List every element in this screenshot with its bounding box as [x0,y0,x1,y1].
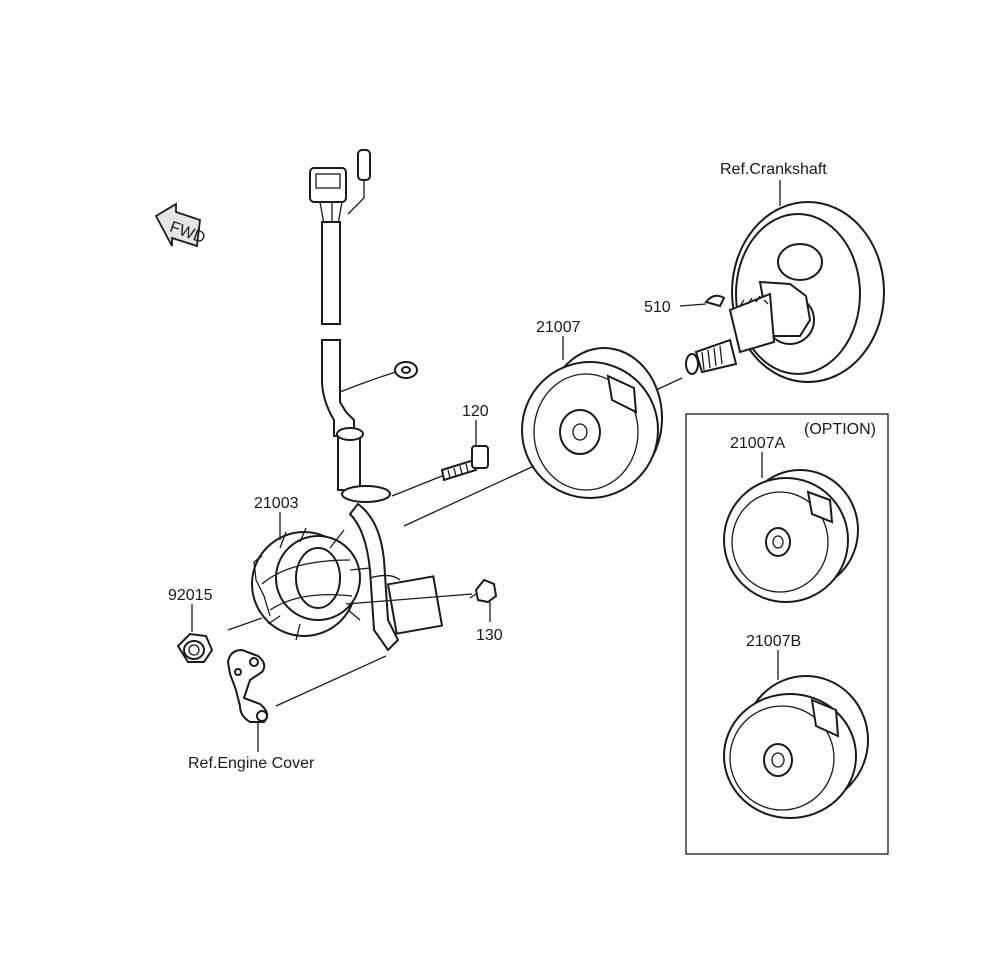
engine-cover-bracket [226,648,269,723]
flywheel-21007 [521,347,663,499]
wiring-harness [309,149,418,652]
assembly-lines [227,377,683,707]
label-ref-crankshaft: Ref.Crankshaft [720,161,827,178]
option-title: (OPTION) [804,421,876,438]
label-21007: 21007 [536,319,581,336]
label-leaders [191,180,781,752]
label-92015: 92015 [168,587,213,604]
bolt-130 [469,578,498,604]
label-130: 130 [476,627,503,644]
label-21003: 21003 [254,495,299,512]
nut-92015 [176,632,214,663]
label-120: 120 [462,403,489,420]
flywheel-21007b [723,675,869,819]
label-21007b: 21007B [746,633,801,650]
label-ref-engine-cover: Ref.Engine Cover [188,755,315,772]
crankshaft [685,201,885,383]
bolt-120 [440,445,489,482]
option-box [685,413,889,855]
label-21007a: 21007A [730,435,785,452]
fwd-arrow-icon: FWD [154,202,207,248]
key-510 [704,294,726,308]
stator-21003 [251,527,444,641]
label-510: 510 [644,299,671,316]
flywheel-21007a [723,469,859,603]
